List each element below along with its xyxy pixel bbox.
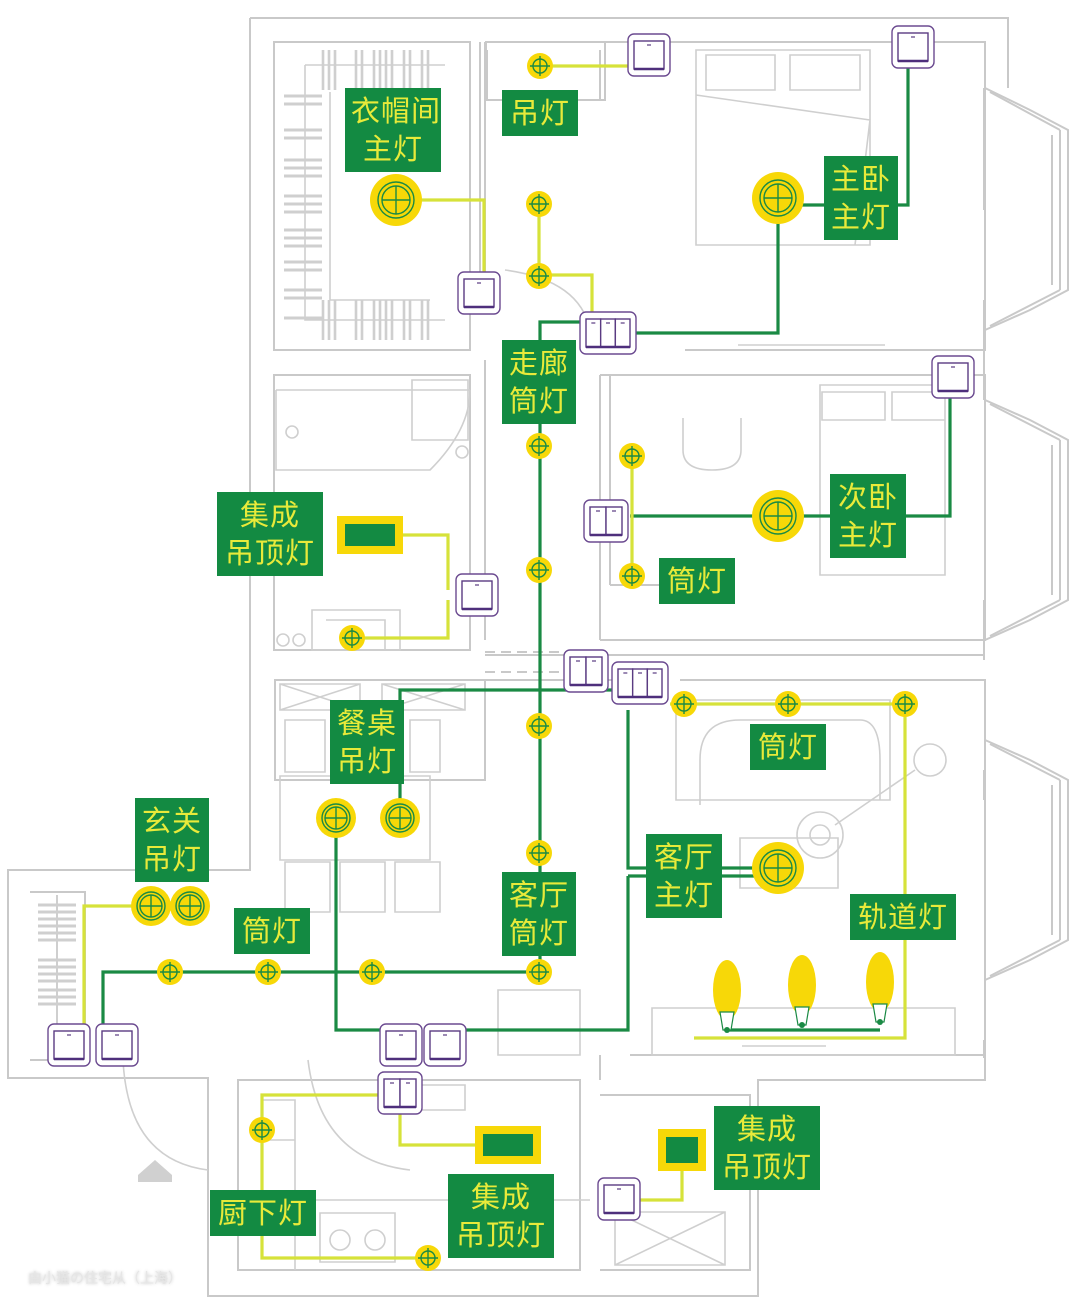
downlight-icon xyxy=(249,1117,275,1143)
wire-cloakroom xyxy=(396,198,486,272)
label-hall-downlight: 筒灯 xyxy=(234,908,310,954)
ceiling-light-icon xyxy=(370,174,422,226)
wire-master-bedroom xyxy=(634,62,910,335)
ceiling-light-icon xyxy=(752,842,804,894)
switch-1-gang-icon[interactable] xyxy=(597,1177,641,1221)
switch-1-gang-icon[interactable] xyxy=(457,271,501,315)
switch-1-gang-icon[interactable] xyxy=(423,1023,467,1067)
label-pendant-top: 吊灯 xyxy=(502,90,578,136)
wire-dining xyxy=(334,818,380,1032)
switch-layer xyxy=(47,25,975,1221)
downlight-icon xyxy=(339,625,365,651)
track-spot-icon xyxy=(713,960,741,1033)
integrated-ceiling-light-icon xyxy=(337,516,403,554)
ceiling-light-icon xyxy=(170,886,210,926)
downlight-icon xyxy=(526,713,552,739)
downlight-icon xyxy=(671,691,697,717)
label-living-room-downlight: 客厅 筒灯 xyxy=(502,872,576,956)
ceiling-light-icon xyxy=(131,886,171,926)
wire-kitchen-integrated xyxy=(398,1112,478,1147)
downlight-icon xyxy=(415,1245,441,1271)
downlight-icon xyxy=(775,691,801,717)
ceiling-light-icon xyxy=(752,172,804,224)
label-living-downlight-top: 筒灯 xyxy=(750,724,826,770)
label-entry-pendant: 玄关 吊灯 xyxy=(135,798,209,882)
label-living-main: 客厅 主灯 xyxy=(646,834,722,918)
label-balcony-integrated: 集成 吊顶灯 xyxy=(714,1106,820,1190)
switch-1-gang-icon[interactable] xyxy=(95,1023,139,1067)
switch-2-gang-icon[interactable] xyxy=(583,499,629,543)
switch-1-gang-icon[interactable] xyxy=(455,573,499,617)
switch-3-gang-icon[interactable] xyxy=(611,661,669,705)
ceiling-light-icon xyxy=(316,798,356,838)
downlight-icon xyxy=(359,959,385,985)
downlight-icon xyxy=(619,563,645,589)
downlight-icon xyxy=(526,191,552,217)
switch-2-gang-icon[interactable] xyxy=(377,1071,423,1115)
label-second-bedroom-main: 次卧 主灯 xyxy=(830,474,906,558)
downlight-icon xyxy=(526,433,552,459)
downlight-icon xyxy=(255,959,281,985)
downlight-icon xyxy=(526,840,552,866)
furniture xyxy=(38,49,956,1270)
lamp-layer xyxy=(131,53,918,1271)
integrated-ceiling-light-icon xyxy=(658,1129,706,1171)
ceiling-light-icon xyxy=(380,798,420,838)
label-bathroom-integrated: 集成 吊顶灯 xyxy=(217,492,323,576)
label-kitchen-integrated: 集成 吊顶灯 xyxy=(448,1174,554,1258)
downlight-icon xyxy=(619,443,645,469)
label-master-bedroom-main: 主卧 主灯 xyxy=(824,156,898,240)
wire-living-room-downlights xyxy=(101,690,542,1028)
downlight-icon xyxy=(526,263,552,289)
wire-second-bedroom xyxy=(630,380,952,518)
switch-1-gang-icon[interactable] xyxy=(627,33,671,77)
label-cloakroom-main: 衣帽间 主灯 xyxy=(345,88,441,172)
downlight-icon xyxy=(526,959,552,985)
downlight-icon xyxy=(157,959,183,985)
watermark: 由小猫の住宅从（上海） xyxy=(28,1271,182,1287)
track-spot-icon xyxy=(866,952,894,1025)
wire-bathroom xyxy=(352,533,450,640)
switch-1-gang-icon[interactable] xyxy=(931,355,975,399)
label-under-cabinet: 厨下灯 xyxy=(210,1190,316,1236)
wire-balcony xyxy=(640,1162,684,1202)
wire-corridor-upper xyxy=(537,204,594,312)
switch-1-gang-icon[interactable] xyxy=(379,1023,423,1067)
wiring xyxy=(82,62,952,1260)
label-dining-pendant: 餐桌 吊灯 xyxy=(330,700,404,784)
downlight-icon xyxy=(892,691,918,717)
downlight-icon xyxy=(527,53,553,79)
label-second-bedroom-downlight: 筒灯 xyxy=(659,558,735,604)
track-spot-icon xyxy=(788,955,816,1028)
label-track-light: 轨道灯 xyxy=(850,894,956,940)
integrated-ceiling-light-icon xyxy=(475,1126,541,1164)
label-corridor-downlight: 走廊 筒灯 xyxy=(502,340,576,424)
switch-1-gang-icon[interactable] xyxy=(47,1023,91,1067)
wire-kitchen-under xyxy=(260,1093,428,1260)
switch-3-gang-icon[interactable] xyxy=(579,311,637,355)
switch-1-gang-icon[interactable] xyxy=(891,25,935,69)
ceiling-light-icon xyxy=(752,490,804,542)
downlight-icon xyxy=(526,557,552,583)
switch-2-gang-icon[interactable] xyxy=(563,649,609,693)
